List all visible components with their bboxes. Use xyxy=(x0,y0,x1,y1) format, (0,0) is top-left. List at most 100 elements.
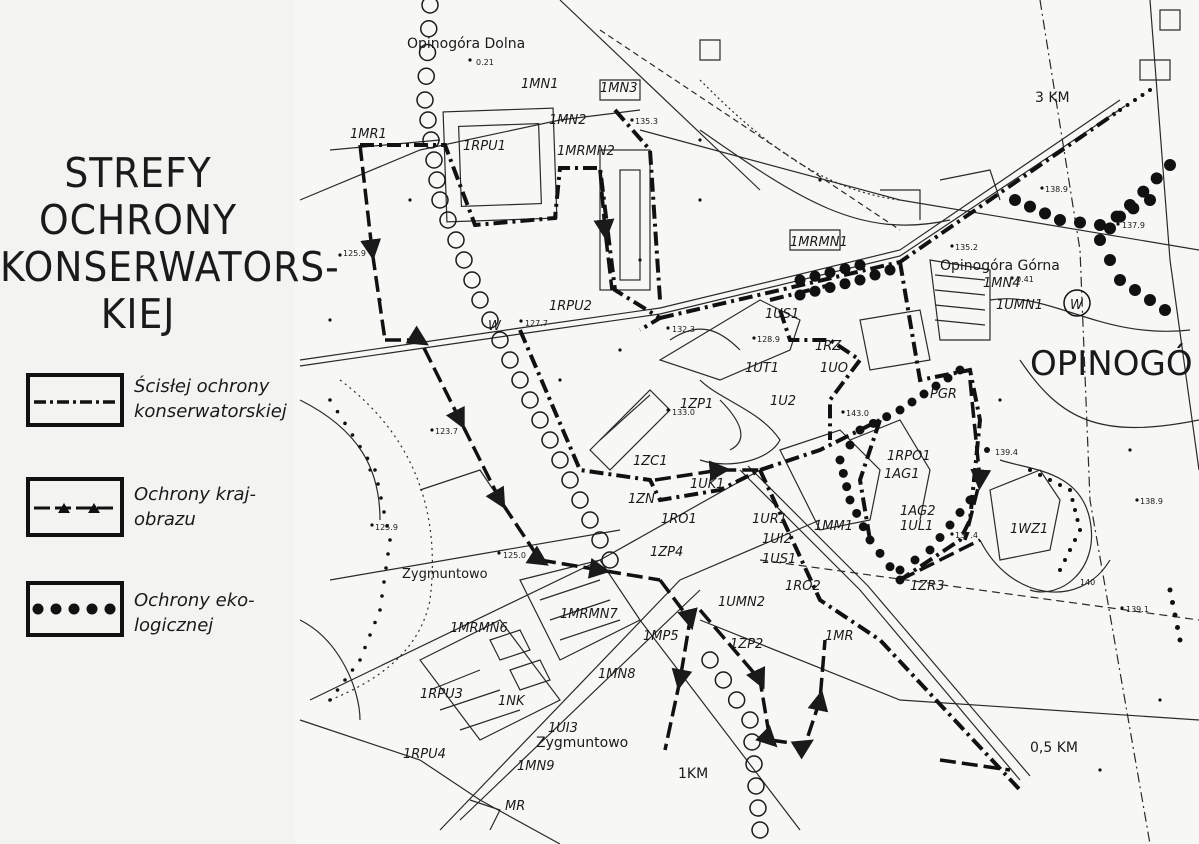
tree-marks xyxy=(328,88,1183,702)
eco-dot xyxy=(809,270,821,282)
eco-dot xyxy=(842,482,852,492)
zone-label: W xyxy=(488,319,502,334)
zone-label: 1RPU1 xyxy=(463,139,506,154)
zone-label: 1MM1 xyxy=(814,519,853,534)
elevation-label: 0.21 xyxy=(476,58,494,67)
elevation-point xyxy=(618,348,622,352)
elevation-label: 139.1 xyxy=(1126,605,1149,614)
elevation-points xyxy=(328,58,1162,772)
zone-label: 1UO xyxy=(820,361,848,376)
elevation-label: 128.9 xyxy=(757,335,780,344)
tree-mark xyxy=(1148,88,1152,92)
elevation-point xyxy=(630,118,634,122)
eco-dot xyxy=(1074,216,1086,229)
tree-mark xyxy=(382,580,386,584)
zone-label: 1MN2 xyxy=(549,113,586,128)
landscape-protection-boundary xyxy=(358,144,1011,772)
tree-mark xyxy=(1133,98,1137,102)
elevation-label: 125.9 xyxy=(343,249,366,258)
elevation-point xyxy=(998,398,1002,402)
eco-dot xyxy=(1114,274,1126,286)
elevation-point xyxy=(1120,606,1124,610)
zone-label: 1ZN xyxy=(628,492,655,507)
eco-dot xyxy=(1129,284,1141,296)
elevation-point xyxy=(1135,498,1139,502)
eco-dot xyxy=(835,455,845,465)
elevation-point xyxy=(841,410,845,414)
eco-dot xyxy=(852,508,862,518)
eco-open-circle xyxy=(425,151,443,169)
well-icon xyxy=(1063,289,1091,317)
eco-open-circle xyxy=(422,131,440,149)
zone-label: 1MN3 xyxy=(600,81,637,96)
zone-label: 1U2 xyxy=(770,394,796,409)
ecological-protection-dots xyxy=(794,159,1176,585)
eco-open-circle xyxy=(421,0,439,14)
eco-dot xyxy=(838,468,848,478)
zone-label: 1ZP2 xyxy=(730,637,763,652)
eco-dot xyxy=(945,520,955,530)
elevation-label: 135.2 xyxy=(955,243,978,252)
tree-mark xyxy=(1048,478,1052,482)
zone-label: 1MRMN2 xyxy=(557,144,615,159)
tree-mark xyxy=(1068,488,1072,492)
distance-05km: 0,5 KM xyxy=(1030,740,1078,756)
elevation-point xyxy=(328,318,332,322)
zone-label: 1UL1 xyxy=(900,519,933,534)
zone-label: 1AG1 xyxy=(884,467,920,482)
elevation-labels: 0.21 125.9 127.7 128.9 132.3 133.0 123.7… xyxy=(343,58,1163,614)
tree-mark xyxy=(378,608,382,612)
tree-mark xyxy=(379,496,383,500)
tree-mark xyxy=(388,538,392,542)
elevation-label: 143.0 xyxy=(846,409,869,418)
eco-dot xyxy=(1054,214,1066,226)
eco-dot xyxy=(1164,159,1176,171)
tree-mark xyxy=(373,620,377,625)
elevation-point xyxy=(497,551,501,555)
eco-dot xyxy=(845,440,855,450)
tree-mark xyxy=(328,698,332,702)
eco-dot xyxy=(1127,202,1140,215)
zone-label: 1MR1 xyxy=(350,127,387,142)
eco-dot xyxy=(895,575,905,585)
eco-dot xyxy=(854,259,866,271)
eco-open-circle xyxy=(714,671,733,689)
distance-1km: 1KM xyxy=(678,766,708,782)
legend-box-ecological xyxy=(26,581,124,637)
elevation-point xyxy=(950,532,954,536)
eco-open-circle xyxy=(701,651,719,669)
legend-label-line: obrazu xyxy=(134,509,196,530)
eco-dot xyxy=(910,555,920,565)
elevation-label: 123.7 xyxy=(435,427,458,436)
zone-label: 1ZP4 xyxy=(650,545,683,560)
map-paper xyxy=(295,0,1199,844)
elevation-point xyxy=(1116,222,1120,226)
elevation-point xyxy=(338,253,342,257)
legend-label-strict: Ścisłej ochrony konserwatorskiej xyxy=(134,374,304,424)
elevation-label: 137.9 xyxy=(1122,221,1145,230)
elevation-point xyxy=(1098,768,1102,772)
place-zygmuntowo-2: Zygmuntowo xyxy=(536,735,628,751)
eco-dot xyxy=(931,381,941,391)
eco-open-circle xyxy=(418,43,437,62)
tree-mark xyxy=(1073,538,1077,542)
zone-label: 1RPO1 xyxy=(887,449,931,464)
eco-dot xyxy=(1094,234,1106,246)
eco-dot xyxy=(809,285,821,297)
eco-dot xyxy=(845,495,855,505)
elevation-point xyxy=(1128,448,1132,452)
tree-mark xyxy=(335,688,340,692)
legend-dots xyxy=(32,603,116,615)
eco-dot xyxy=(907,397,917,407)
elevation-label: 0.41 xyxy=(1016,275,1034,284)
eco-dot xyxy=(868,418,878,428)
zone-label: 1MRMN6 xyxy=(450,621,508,636)
eco-dot xyxy=(1137,185,1150,198)
tree-mark xyxy=(350,433,355,437)
eco-dot xyxy=(943,373,953,383)
legend-triangles xyxy=(58,503,100,513)
zone-label: 1RPU3 xyxy=(420,687,463,702)
eco-open-circle xyxy=(431,191,449,209)
tree-mark xyxy=(363,645,367,650)
elevation-point xyxy=(752,336,756,340)
